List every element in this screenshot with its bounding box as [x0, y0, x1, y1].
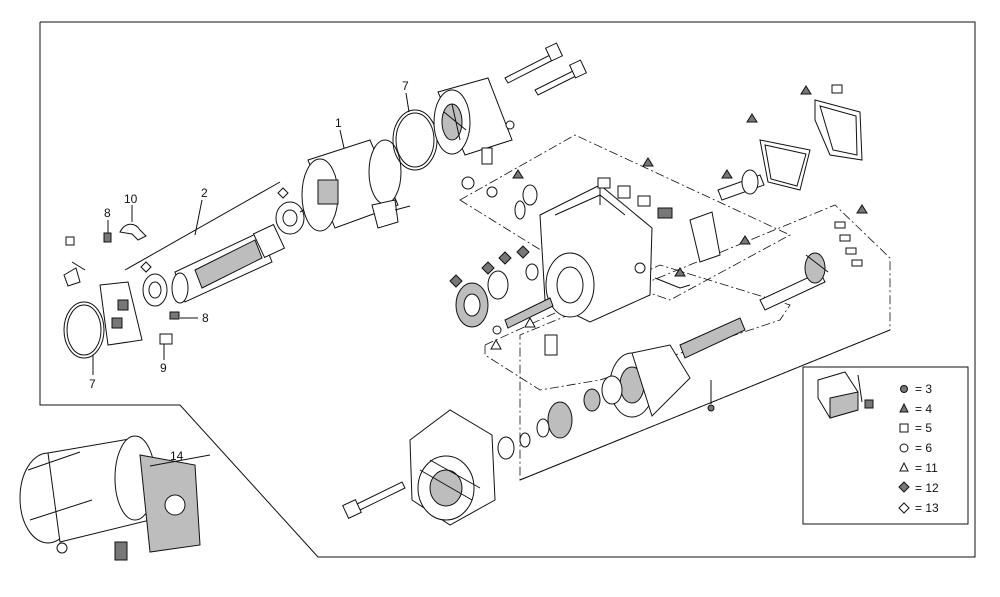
gasket-7-upper	[392, 109, 438, 171]
yoke-1	[301, 139, 411, 232]
legend-illustration	[817, 371, 874, 419]
legend-text-11: = 11	[915, 461, 938, 475]
filled-triangle-marker-5	[856, 204, 868, 214]
brush-bracket	[63, 267, 81, 287]
solenoid-contacts	[717, 84, 863, 201]
screw-8-bottom	[169, 311, 180, 320]
screw-8-top	[103, 232, 112, 243]
housing-spring	[504, 297, 554, 329]
brush-spring-10	[119, 223, 147, 241]
filled-diamond-marker-4	[516, 245, 530, 259]
center-housing	[539, 184, 653, 323]
open-triangle-marker-1	[524, 316, 536, 328]
filled-diamond-marker-1	[449, 274, 463, 288]
pinion-shaft	[759, 252, 829, 311]
legend-filled-diamond	[898, 481, 910, 493]
callout-7-upper: 7	[402, 79, 409, 93]
filled-circle-marker	[707, 404, 715, 412]
leader-14	[149, 454, 211, 467]
callout-8-top: 8	[104, 206, 111, 220]
open-diamond-marker-1	[140, 261, 152, 273]
filled-triangle-marker-2	[642, 157, 654, 167]
legend-text-12: = 12	[915, 481, 939, 495]
brush-plate	[99, 281, 143, 346]
bushing	[481, 147, 493, 165]
legend-text-3: = 3	[915, 382, 932, 396]
filled-triangle-marker-3	[739, 235, 751, 245]
legend-text-6: = 6	[915, 441, 932, 455]
open-circle-marker-2	[492, 325, 502, 335]
overrunning-clutch	[601, 344, 691, 418]
legend-filled-triangle	[899, 402, 909, 413]
callout-1: 1	[335, 116, 342, 130]
brush-9	[159, 333, 173, 345]
legend-text-5: = 5	[915, 421, 932, 435]
filled-triangle-marker-4	[674, 267, 686, 277]
long-bolt	[342, 481, 406, 519]
starter-assembly	[19, 435, 201, 561]
legend-filled-circle	[900, 385, 908, 393]
rear-end-frame	[433, 77, 513, 156]
assembly-frame	[39, 21, 976, 558]
clutch-spring	[679, 317, 746, 359]
callout-10: 10	[124, 192, 138, 206]
pinion-gear	[547, 401, 573, 439]
nut	[461, 176, 475, 190]
front-housing	[409, 409, 496, 526]
legend-text-13: = 13	[915, 501, 939, 515]
group-outline-housing	[484, 264, 791, 391]
snap-ring	[519, 432, 531, 448]
legend-text-4: = 4	[915, 402, 932, 416]
callout-9: 9	[160, 361, 167, 375]
open-diamond-marker-2	[277, 187, 289, 199]
legend-open-square	[899, 423, 909, 433]
legend-open-triangle	[899, 461, 909, 472]
callout-7-left: 7	[89, 377, 96, 391]
open-triangle-marker-2	[490, 338, 502, 350]
filled-diamond-marker-2	[481, 261, 495, 275]
callout-8-bottom: 8	[202, 311, 209, 325]
open-circle-marker-1	[505, 120, 515, 130]
open-square-marker	[65, 236, 75, 246]
legend-open-circle	[899, 443, 909, 453]
legend-box: = 3 = 4 = 5 = 6 = 11 = 12 = 13	[802, 366, 969, 525]
legend-open-diamond	[898, 502, 910, 514]
through-bolts	[504, 42, 588, 96]
gasket-7-left	[63, 301, 105, 359]
filled-triangle-marker-1	[512, 169, 524, 179]
armature-2	[142, 201, 313, 307]
filled-diamond-marker-3	[498, 251, 512, 265]
callout-14: 14	[170, 449, 184, 463]
clutch-small-spring	[583, 388, 601, 412]
callout-2: 2	[201, 186, 208, 200]
plunger	[544, 334, 558, 356]
